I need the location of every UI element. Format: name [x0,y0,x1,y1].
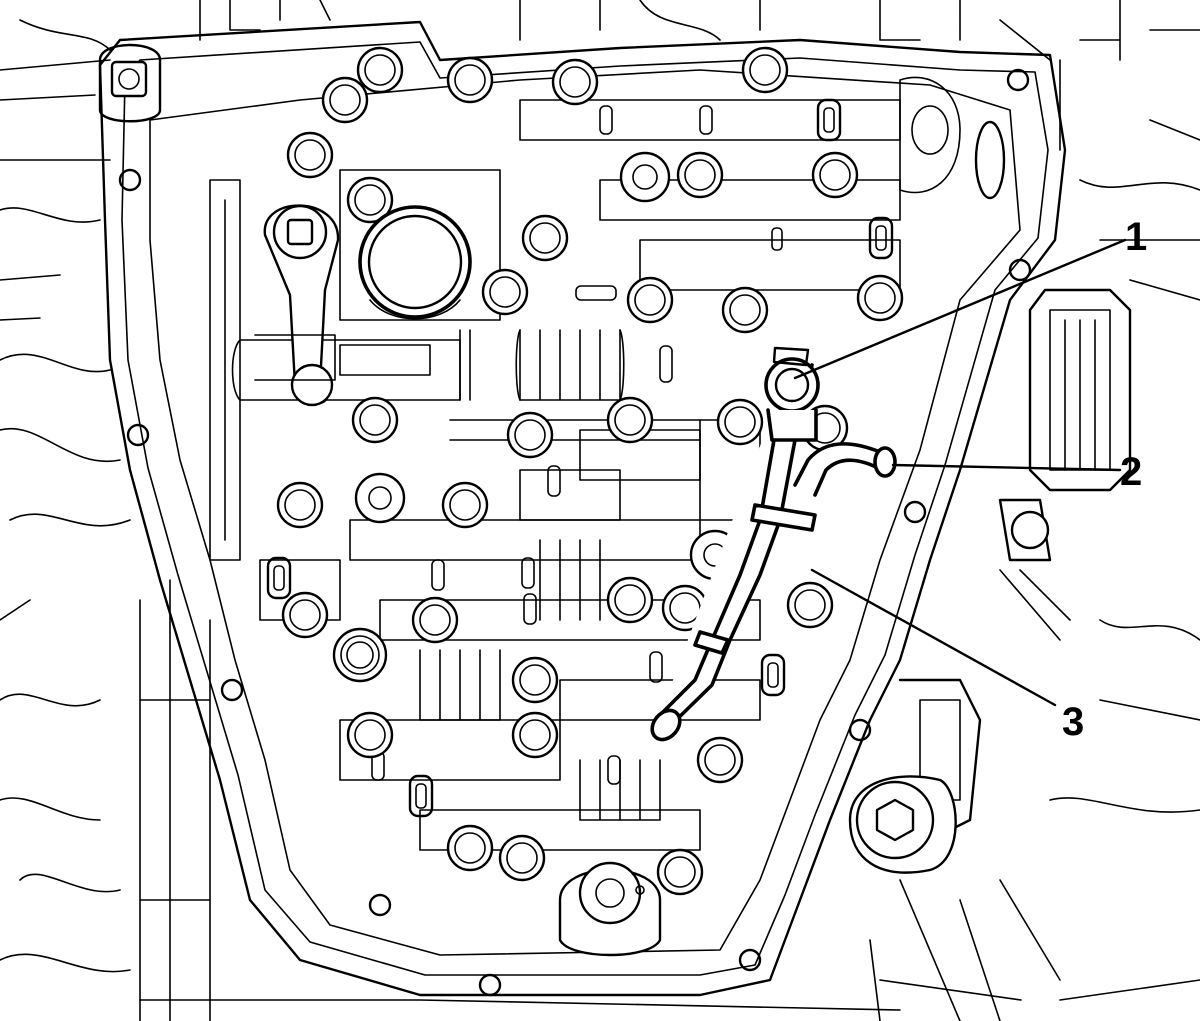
bottom-port [558,861,662,957]
callout-leaders [793,238,1127,707]
callout-number-2: 2 [1120,450,1142,494]
callout-number-3: 3 [1062,700,1084,744]
flanged-bolts [332,151,741,683]
callout-leader-1 [793,238,1127,380]
callout-leader-2 [891,463,1122,472]
accumulator-cap [358,205,472,320]
right-solenoid-connector [878,288,1132,842]
left-mount-boss [98,43,162,123]
valve-slots [266,98,894,818]
manual-valve-lever [254,204,431,407]
callout-number-1: 1 [1125,215,1147,259]
valve-body-bolts [276,46,904,896]
callout-leader-3 [810,568,1057,707]
hex-plug [848,775,957,874]
oil-pipe-assembly [650,346,897,742]
callout-labels: 1 2 3 [1062,215,1147,744]
